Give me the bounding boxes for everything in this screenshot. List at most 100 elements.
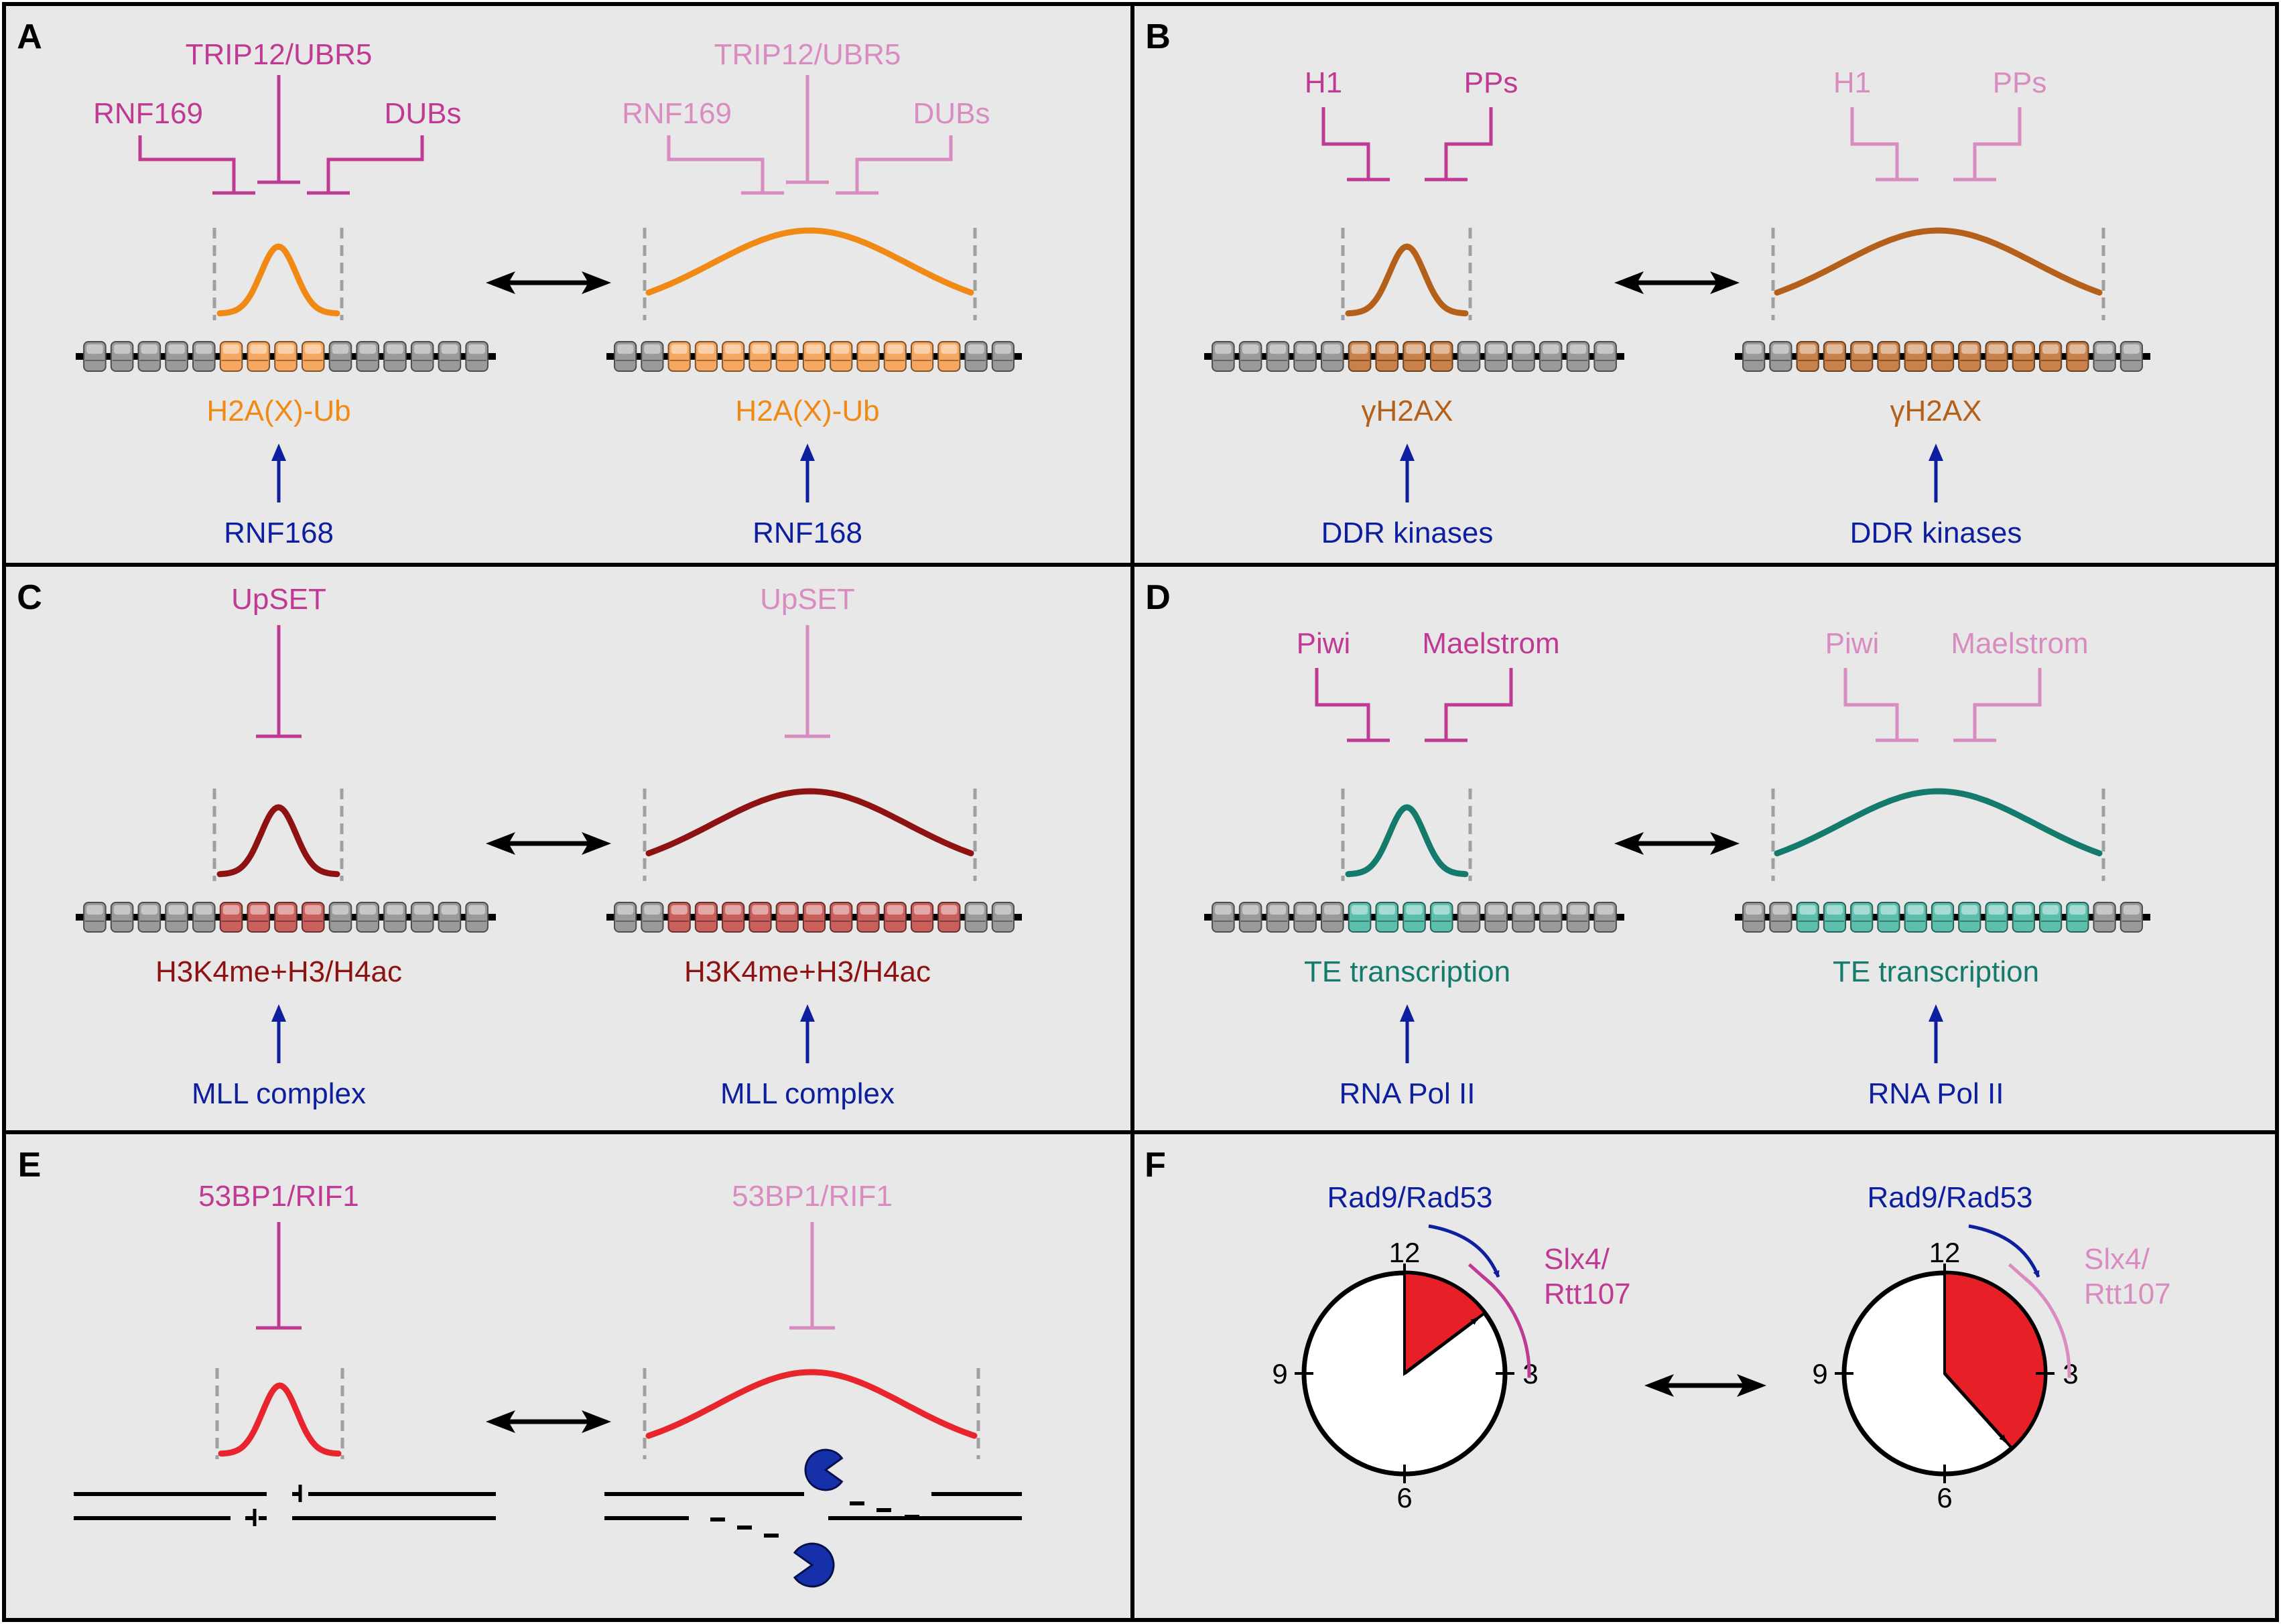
nucleosome-highlight <box>168 344 185 354</box>
nucleosome-highlight <box>1988 905 2005 915</box>
nucleosome <box>1266 902 1290 933</box>
nucleosome-highlight <box>113 905 131 915</box>
marked-nucleosome <box>1796 902 1819 933</box>
nucleosome <box>1593 902 1617 933</box>
nucleosome-highlight <box>387 344 403 354</box>
clock-hand <box>1943 1372 2007 1442</box>
nucleosome <box>110 341 134 372</box>
marked-nucleosome <box>1931 341 1955 372</box>
nucleosome-highlight <box>2069 344 2086 354</box>
activator-arrow <box>1428 1224 1500 1278</box>
nucleosome-highlight <box>833 344 850 354</box>
spreading-curve <box>1345 243 1469 317</box>
nucleosome-highlight <box>196 344 212 354</box>
marked-nucleosome <box>830 341 853 372</box>
clock-hand <box>1403 1317 1479 1375</box>
marked-nucleosome <box>856 902 880 933</box>
nucleosome-highlight <box>1460 905 1478 915</box>
spreading-curve <box>216 804 340 878</box>
marked-nucleosome <box>1958 341 1981 372</box>
panel-letter: B <box>1145 17 1171 56</box>
nucleosome-highlight <box>1242 344 1259 354</box>
writer-arrow-head <box>271 444 286 461</box>
spreading-curve <box>216 243 340 317</box>
marked-nucleosome <box>301 902 325 933</box>
inhibitor-label-right: PPs <box>1464 66 1518 99</box>
marked-nucleosome <box>274 341 298 372</box>
spreading-curve <box>218 1382 342 1457</box>
writer-label: DDR kinases <box>1321 517 1494 549</box>
nucleosome <box>165 341 188 372</box>
nucleosome-highlight <box>2015 905 2032 915</box>
double-arrow-left-head <box>486 832 515 855</box>
double-arrow-left-head <box>1614 271 1644 294</box>
nucleosome <box>2093 341 2116 372</box>
inhibitor-left-tbar-stem <box>1315 668 1370 740</box>
panel-frame <box>2 1130 1134 1622</box>
spreading-curve <box>645 1369 978 1439</box>
nucleosome-highlight <box>2096 905 2113 915</box>
nucleosome <box>192 341 216 372</box>
nucleosome-highlight <box>994 344 1011 354</box>
nucleosome <box>1539 902 1563 933</box>
nucleosome-highlight <box>1269 344 1287 354</box>
inhibitor-right-tbar-stem <box>855 135 953 193</box>
writer-arrow-head <box>1929 444 1943 461</box>
inhibitor-left-tbar-stem <box>1850 107 1899 180</box>
nuclease-icon <box>793 1542 835 1588</box>
nucleosome <box>1321 341 1344 372</box>
double-arrow-left-head <box>486 1410 515 1433</box>
nucleosome-highlight <box>1433 344 1450 354</box>
nucleosome-highlight <box>222 344 240 354</box>
nucleosome-highlight <box>304 905 322 915</box>
nucleosome <box>1321 902 1344 933</box>
marked-nucleosome <box>2038 341 2063 372</box>
marked-nucleosome <box>1931 902 1955 933</box>
nucleosome <box>1457 341 1481 372</box>
nucleosome <box>137 341 161 372</box>
nucleosome-highlight <box>1907 344 1924 354</box>
nucleosome-highlight <box>1215 905 1232 915</box>
spreading-curve <box>1774 788 2103 857</box>
nucleosome-highlight <box>332 905 349 915</box>
nucleosome-highlight <box>1907 905 1924 915</box>
nucleosome-highlight <box>441 344 458 354</box>
clock-label-12: 12 <box>1389 1237 1421 1268</box>
spreading-curve <box>645 788 974 857</box>
clock-wedge <box>1943 1271 2046 1450</box>
nucleosome <box>2093 902 2116 933</box>
nucleosome-highlight <box>1569 905 1587 915</box>
nucleosome-highlight <box>222 905 240 915</box>
nucleosome-highlight <box>968 905 984 915</box>
clock-label-12: 12 <box>1929 1237 1961 1268</box>
inhibitor-label-right: Maelstrom <box>1422 627 1559 660</box>
nucleosome-highlight <box>725 344 742 354</box>
nucleosome-highlight <box>359 905 376 915</box>
writer-arrow-head <box>800 1004 815 1022</box>
nucleosome-highlight <box>833 905 850 915</box>
panel-f: F12369Rad9/Rad53Slx4/Rtt10712369Rad9/Rad… <box>1145 1146 2171 1513</box>
nucleosome-highlight <box>468 905 485 915</box>
inhibitor-right-tbar-stem <box>1444 668 1513 740</box>
nucleosome-highlight <box>644 344 661 354</box>
nucleosome <box>410 902 434 933</box>
marked-nucleosome <box>802 341 826 372</box>
nucleosome-highlight <box>887 344 903 354</box>
nucleosome-highlight <box>1934 905 1951 915</box>
inhibitor-label: UpSET <box>231 583 326 616</box>
nucleosome <box>465 902 488 933</box>
panel-letter: C <box>17 578 42 617</box>
nucleosome-highlight <box>805 344 823 354</box>
panel-letter: A <box>17 17 42 56</box>
nucleosome-highlight <box>805 905 823 915</box>
double-arrow-right-head <box>582 1410 611 1433</box>
nucleosome-highlight <box>2042 344 2059 354</box>
mark-label: H3K4me+H3/H4ac <box>684 955 931 988</box>
nucleosome-highlight <box>671 344 688 354</box>
nucleosome <box>165 902 188 933</box>
nucleosome <box>1539 341 1563 372</box>
marked-nucleosome <box>1985 902 2008 933</box>
marked-nucleosome <box>722 902 745 933</box>
